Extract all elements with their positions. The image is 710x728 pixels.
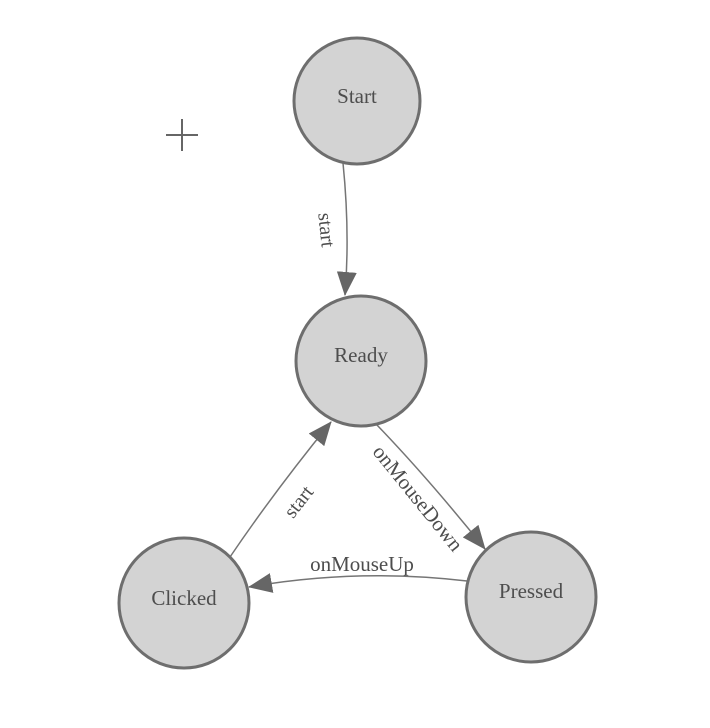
edge-label-start-2: start [280,481,319,522]
edge-clicked-to-ready[interactable]: start [229,421,332,558]
edge-line-ready-to-pressed[interactable] [375,423,486,550]
node-start[interactable]: Start [292,36,422,166]
node-pressed-circle[interactable] [464,530,598,664]
node-clicked-label: Clicked [151,586,217,610]
node-pressed[interactable]: Pressed [464,530,598,664]
edge-label-onmousedown: onMouseDown [368,440,468,556]
node-ready[interactable]: Ready [294,294,428,428]
node-clicked-circle[interactable] [117,536,251,670]
node-ready-label: Ready [334,343,388,367]
edge-label-start: start [313,212,339,249]
edge-line-clicked-to-ready[interactable] [229,421,332,558]
edge-start-to-ready[interactable]: start [313,162,357,296]
edge-line-start-to-ready[interactable] [336,162,357,296]
node-ready-circle[interactable] [294,294,428,428]
origin-crosshair-icon [166,119,198,151]
edge-label-onmouseup: onMouseUp [310,552,414,576]
edge-line-pressed-to-clicked[interactable] [248,573,468,593]
node-pressed-label: Pressed [499,579,564,603]
node-clicked[interactable]: Clicked [117,536,251,670]
edge-pressed-to-clicked[interactable]: onMouseUp [248,552,468,593]
node-start-circle[interactable] [292,36,422,166]
edge-ready-to-pressed[interactable]: onMouseDown [368,423,486,556]
node-start-label: Start [337,84,377,108]
